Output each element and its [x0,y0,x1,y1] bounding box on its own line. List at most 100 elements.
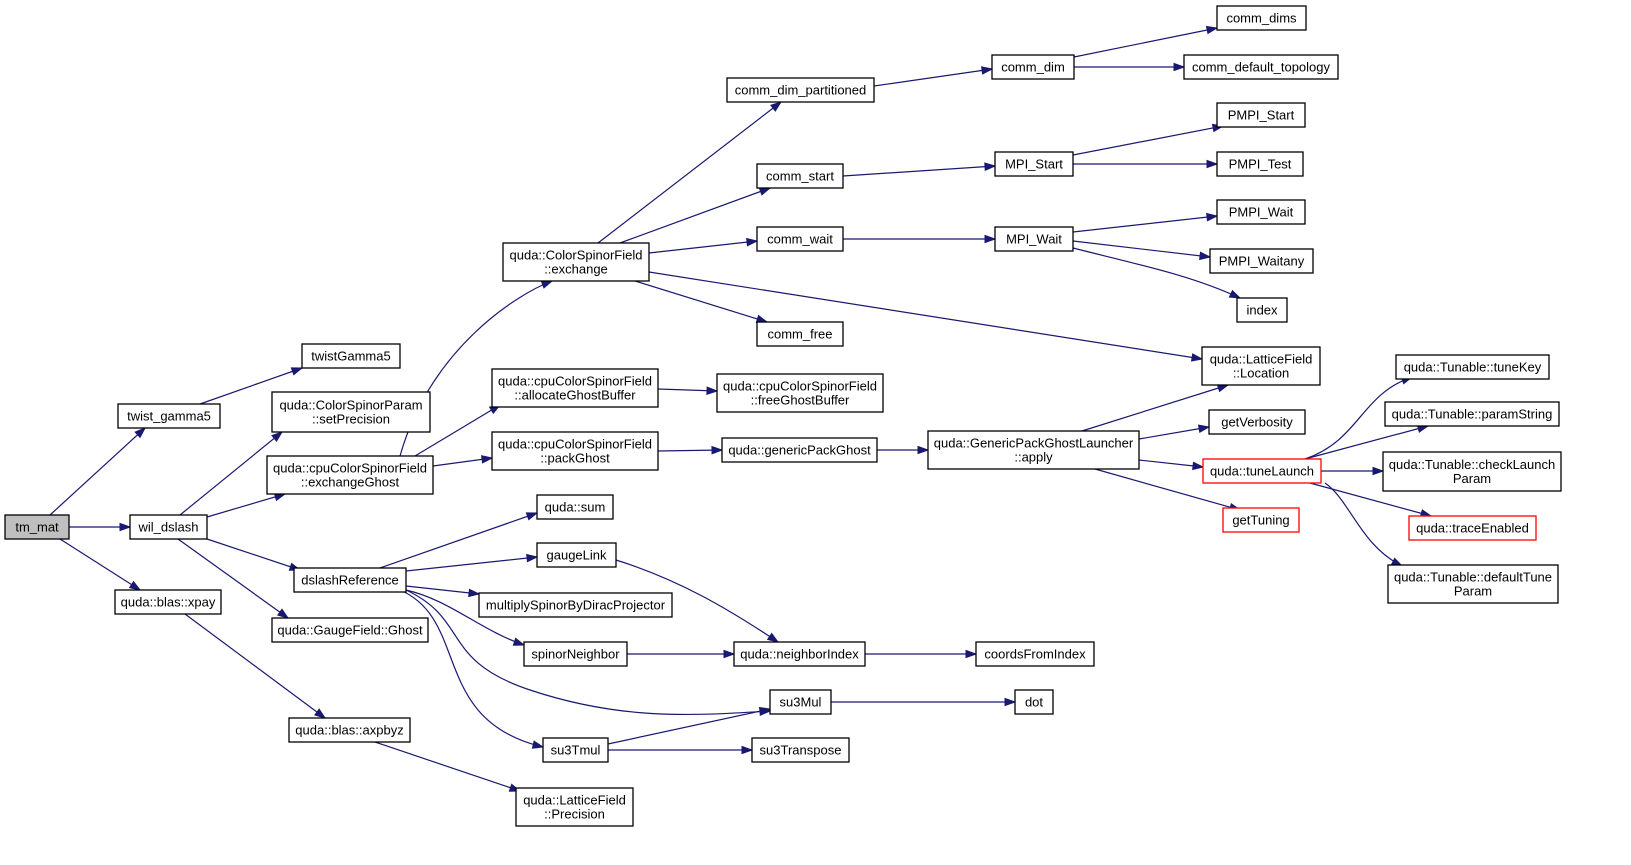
edge-tuneLaunch-to-checkLaunchParam [1321,466,1385,476]
node-twist_gamma5[interactable]: twist_gamma5 [117,403,221,429]
node-PMPI_Waitany[interactable]: PMPI_Waitany [1209,248,1314,274]
node-comm_start[interactable]: comm_start [756,163,844,189]
node-label: ::Location [1233,366,1289,381]
edge-line [1304,376,1413,460]
node-label: comm_wait [767,232,833,247]
node-axpbyz[interactable]: quda::blas::axpbyz [288,717,411,743]
node-multiplySpinor[interactable]: multiplySpinorByDiracProjector [478,592,673,618]
node-twistGamma5[interactable]: twistGamma5 [301,343,401,369]
node-allocateGhostBuffer[interactable]: quda::cpuColorSpinorField::allocateGhost… [491,368,659,408]
edge-comm_dim-to-comm_default_topology [1074,62,1186,72]
node-label: twistGamma5 [311,349,390,364]
edge-launcherApply-to-tuneLaunch [1138,459,1205,471]
node-su3Transpose[interactable]: su3Transpose [751,737,850,763]
edge-line [1138,459,1204,468]
node-label: quda::cpuColorSpinorField [498,437,652,452]
edge-MPI_Wait-to-PMPI_Waitany [1072,240,1212,261]
edge-tm_mat-to-twist_gamma5 [49,427,147,516]
node-label: gaugeLink [547,548,607,563]
edge-line [1138,426,1210,440]
node-paramString[interactable]: quda::Tunable::paramString [1384,401,1560,427]
node-freeGhostBuffer[interactable]: quda::cpuColorSpinorField::freeGhostBuff… [716,373,884,413]
node-getTuning[interactable]: getTuning [1222,507,1300,533]
node-label: quda::blas::axpbyz [295,723,403,738]
node-label: ::allocateGhostBuffer [514,388,636,403]
node-getVerbosity[interactable]: getVerbosity [1208,409,1306,435]
node-dslashReference[interactable]: dslashReference [293,567,407,593]
node-box [1216,151,1304,177]
node-setPrecision[interactable]: quda::ColorSpinorParam::setPrecision [271,391,431,433]
arrow-head [723,649,736,659]
arrow-head [917,445,930,455]
node-label: PMPI_Waitany [1219,254,1305,269]
node-su3Tmul[interactable]: su3Tmul [542,737,609,763]
node-label: ::setPrecision [312,412,390,427]
node-comm_free[interactable]: comm_free [756,321,844,347]
node-comm_dim[interactable]: comm_dim [991,54,1075,80]
edge-dslashReference-to-gaugeLink [405,553,539,572]
node-comm_wait[interactable]: comm_wait [756,226,844,252]
edge-line [399,589,544,748]
node-MPI_Start[interactable]: MPI_Start [994,151,1074,177]
node-box [751,737,850,763]
node-box [1236,297,1288,323]
node-label: dslashReference [301,573,399,588]
node-traceEnabled[interactable]: quda::traceEnabled [1408,515,1537,541]
node-label: quda::tuneLaunch [1210,464,1314,479]
node-dot[interactable]: dot [1014,689,1054,715]
node-tm_mat[interactable]: tm_mat [4,514,70,540]
edge-line [199,367,303,405]
node-launcherApply[interactable]: quda::GenericPackGhostLauncher::apply [927,430,1140,470]
node-packGhost[interactable]: quda::cpuColorSpinorField::packGhost [491,431,659,471]
node-gaugeGhost[interactable]: quda::GaugeField::Ghost [271,617,429,643]
node-label: su3Transpose [760,743,842,758]
node-genericPackGhost[interactable]: quda::genericPackGhost [721,437,878,463]
node-label: getTuning [1232,513,1289,528]
node-label: quda::Tunable::paramString [1392,407,1553,422]
node-gaugeLink[interactable]: gaugeLink [536,542,617,568]
node-MPI_Wait[interactable]: MPI_Wait [994,226,1074,252]
node-label: quda::LatticeField [523,793,626,808]
node-PMPI_Start[interactable]: PMPI_Start [1216,102,1306,128]
node-box [716,373,884,413]
node-exchangeGhost[interactable]: quda::cpuColorSpinorField::exchangeGhost [266,455,434,495]
node-coordsFromIndex[interactable]: coordsFromIndex [975,641,1095,667]
node-label: wil_dslash [138,520,199,535]
arrow-head [1004,697,1017,707]
edge-line [1072,215,1218,233]
edge-dslashReference-to-su3Tmul [399,589,545,749]
node-xpay[interactable]: quda::blas::xpay [114,589,222,615]
node-comm_dims[interactable]: comm_dims [1216,5,1307,31]
node-label: Param [1453,471,1491,486]
arrow-head [1197,424,1211,434]
arrow-head [758,707,772,716]
node-spinorNeighbor[interactable]: spinorNeighbor [523,641,628,667]
node-label: PMPI_Test [1229,157,1292,172]
node-latticePrecision[interactable]: quda::LatticeField::Precision [515,787,634,827]
arrow-head [980,66,994,75]
node-index[interactable]: index [1236,297,1288,323]
node-wil_dslash[interactable]: wil_dslash [129,514,208,540]
node-comm_dim_partitioned[interactable]: comm_dim_partitioned [726,77,875,103]
node-box [515,787,634,827]
node-tuneKey[interactable]: quda::Tunable::tuneKey [1395,354,1550,380]
node-exchange[interactable]: quda::ColorSpinorField::exchange [502,242,650,282]
node-latticeLocation[interactable]: quda::LatticeField::Location [1201,346,1321,386]
node-sum[interactable]: quda::sum [536,494,614,520]
node-comm_default_topology[interactable]: comm_default_topology [1183,54,1339,80]
node-PMPI_Wait[interactable]: PMPI_Wait [1216,199,1306,225]
function-nodes: tm_mat twist_gamma5wil_dslashquda::blas::… [4,5,1562,827]
node-neighborIndex[interactable]: quda::neighborIndex [733,641,866,667]
node-box [1014,689,1054,715]
edge-su3Tmul-to-su3Transpose [608,745,754,755]
node-label: tm_mat [15,520,59,535]
edge-twist_gamma5-to-twistGamma5 [199,367,304,405]
node-label: quda::Tunable::tuneKey [1404,360,1542,375]
edge-line [414,404,501,457]
node-su3Mul[interactable]: su3Mul [769,689,832,715]
node-tuneLaunch[interactable]: quda::tuneLaunch [1202,458,1322,484]
edge-line [179,431,283,516]
node-PMPI_Test[interactable]: PMPI_Test [1216,151,1304,177]
